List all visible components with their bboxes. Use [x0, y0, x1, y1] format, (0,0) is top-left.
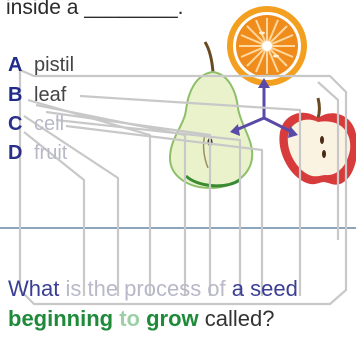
option-letter: D	[8, 142, 23, 164]
question-2-word-to: to	[113, 306, 147, 331]
question-2-word-grow: grow	[146, 306, 199, 331]
question-1-text: inside a ________.	[6, 0, 184, 19]
question-2-word-called: called?	[198, 306, 275, 331]
option-letter: B	[8, 84, 23, 106]
question-2-phrase-a-seed: a seed	[231, 276, 298, 301]
option-text: cell	[34, 113, 65, 135]
relation-arrows	[230, 78, 298, 138]
question-2-word-what: What	[8, 276, 60, 301]
option-text: pistil	[34, 54, 75, 76]
question-2-line-2: beginning to grow called?	[8, 308, 275, 330]
overlay-lines	[18, 68, 348, 306]
question-2-faded-phrase: is the process of	[59, 276, 232, 301]
option-text: fruit	[34, 142, 68, 164]
orange-icon	[227, 6, 307, 86]
question-2-line-1: What is the process of a seed	[8, 278, 298, 300]
option-text: leaf	[34, 84, 67, 106]
apple-icon	[279, 97, 356, 185]
option-letter: A	[8, 54, 23, 76]
option-letter: C	[8, 113, 23, 135]
question-2-word-beginning: beginning	[8, 306, 114, 331]
